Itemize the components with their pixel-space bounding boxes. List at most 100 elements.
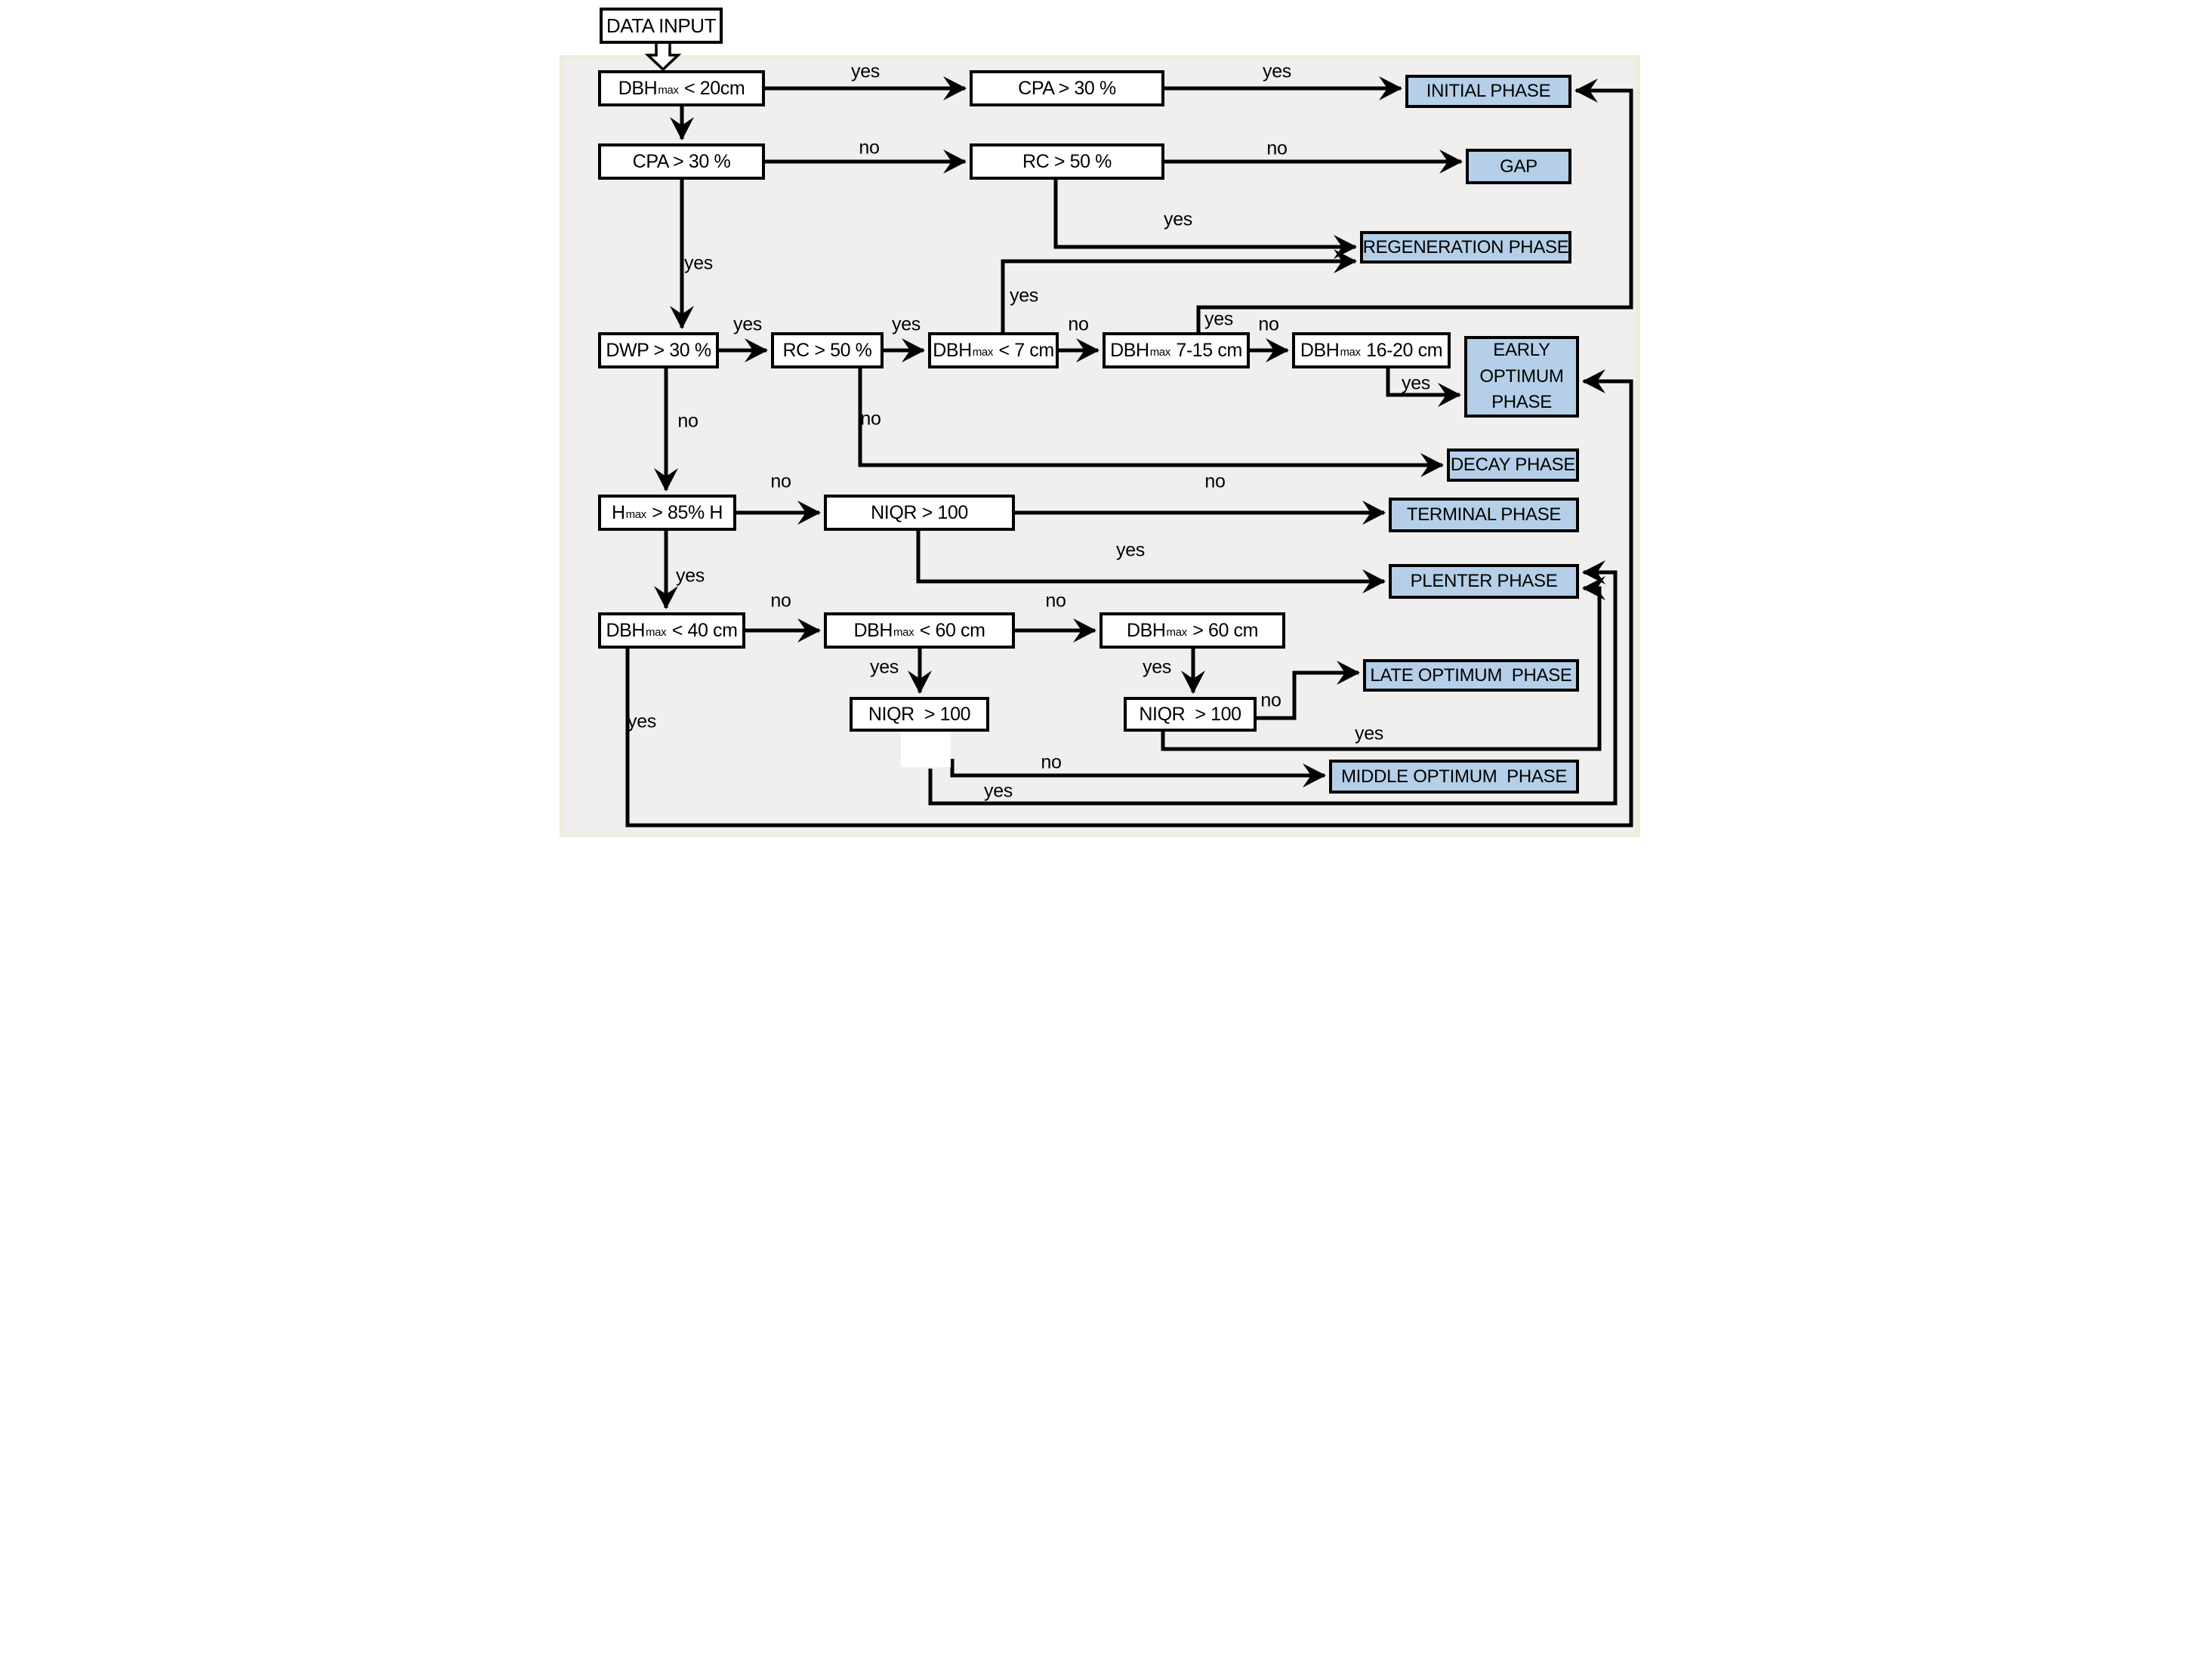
node-cpa-gt-30-top: CPA > 30 %: [970, 70, 1164, 106]
edge-label-yes: yes: [850, 60, 881, 82]
node-dwp-gt-30: DWP > 30 %: [598, 332, 719, 368]
node-label: 16-20 cm: [1361, 339, 1443, 361]
edge-dbh1620-yes-early: [1386, 368, 1462, 407]
phase-label: GAP: [1500, 156, 1537, 177]
phase-label: PLENTER PHASE: [1410, 571, 1558, 591]
node-label: < 7 cm: [993, 339, 1054, 361]
flowchart-panel: [564, 60, 1636, 833]
node-rc-gt-50-mid: RC > 50 %: [970, 143, 1164, 180]
node-data-input: DATA INPUT: [600, 8, 723, 44]
node-label: DBH: [1126, 619, 1166, 641]
edge-label-yes: yes: [627, 711, 657, 732]
node-cpa-gt-30-left: CPA > 30 %: [598, 143, 765, 180]
node-niqr-gt-100-bottom-left: NIQR > 100: [850, 697, 989, 732]
phase-label: EARLY: [1493, 339, 1550, 360]
node-niqr-gt-100-mid: NIQR > 100: [824, 495, 1015, 531]
node-label: < 20cm: [679, 77, 745, 99]
edge-label-yes: yes: [869, 656, 899, 678]
edge-niqrbl-yes-plenter: [928, 560, 1618, 806]
edge-label-no: no: [860, 408, 881, 430]
edge-label-no: no: [1068, 313, 1089, 335]
edge-label-no: no: [1204, 470, 1226, 492]
edge-label-yes: yes: [1204, 308, 1234, 330]
node-label: CPA > 30 %: [632, 150, 731, 172]
node-label: DBH: [618, 77, 658, 99]
edge-label-no: no: [770, 470, 791, 492]
phase-label: TERMINAL PHASE: [1406, 504, 1562, 525]
edge-label-no: no: [1260, 689, 1281, 711]
phase-gap: GAP: [1466, 149, 1571, 184]
node-label: NIQR > 100: [1139, 703, 1241, 725]
node-label: RC > 50 %: [782, 339, 872, 361]
edge-label-no: no: [1266, 137, 1288, 159]
node-label: > 60 cm: [1187, 619, 1259, 641]
phase-label: OPTIMUM: [1479, 365, 1564, 387]
node-label: NIQR > 100: [868, 703, 971, 725]
node-label: DBH: [853, 619, 893, 641]
node-rc-gt-50-row3: RC > 50 %: [771, 332, 884, 368]
edge-label-no: no: [1045, 590, 1066, 612]
node-label: NIQR > 100: [871, 501, 968, 523]
node-data-input-label: DATA INPUT: [606, 14, 717, 37]
phase-terminal: TERMINAL PHASE: [1389, 498, 1579, 532]
edge-label-no: no: [677, 410, 699, 432]
phase-label: REGENERATION PHASE: [1362, 236, 1569, 257]
phase-plenter: PLENTER PHASE: [1389, 564, 1579, 599]
edge-label-yes: yes: [1262, 60, 1292, 82]
phase-late-optimum: LATE OPTIMUM PHASE: [1363, 659, 1579, 692]
node-label: DBH: [1300, 339, 1340, 361]
node-label: 7-15 cm: [1170, 339, 1242, 361]
node-label: RC > 50 %: [1022, 150, 1112, 172]
node-label: H: [611, 501, 625, 523]
node-label: DBH: [1110, 339, 1149, 361]
node-label: DWP > 30 %: [606, 339, 711, 361]
edge-label-yes: yes: [1163, 208, 1193, 230]
edge-label-no: no: [859, 137, 880, 159]
node-label: < 60 cm: [914, 619, 985, 641]
edge-label-yes: yes: [1354, 723, 1384, 744]
edge-label-yes: yes: [1401, 372, 1431, 394]
edge-label-no: no: [770, 590, 791, 612]
edge-dbh7-yes-regeneration: [1001, 249, 1358, 332]
phase-label: LATE OPTIMUM PHASE: [1370, 664, 1572, 686]
edge-label-yes: yes: [732, 313, 763, 335]
edge-label-yes: yes: [675, 565, 705, 587]
edge-label-yes: yes: [1142, 656, 1172, 678]
phase-label: PHASE: [1491, 392, 1552, 413]
node-label: > 85% H: [646, 501, 723, 523]
phase-early-optimum: EARLY OPTIMUM PHASE: [1464, 336, 1579, 418]
phase-label: INITIAL PHASE: [1426, 81, 1551, 101]
edge-rc3-no-decay: [858, 368, 1445, 477]
edge-label-yes: yes: [683, 252, 714, 274]
edge-dbh715-yes-initial: [1196, 79, 1633, 332]
white-patch: [901, 732, 951, 767]
phase-initial: INITIAL PHASE: [1405, 75, 1571, 108]
phase-label: MIDDLE OPTIMUM PHASE: [1340, 766, 1568, 787]
node-niqr-gt-100-bottom-right: NIQR > 100: [1124, 697, 1257, 732]
edge-label-no: no: [1258, 313, 1279, 335]
edge-label-no: no: [1041, 751, 1062, 773]
edge-niqrbr-no-late: [1257, 661, 1361, 720]
edge-label-yes: yes: [1115, 539, 1146, 561]
connector-lines: [625, 76, 1633, 828]
edge-niqr-yes-plenter: [916, 531, 1386, 593]
node-label: < 40 cm: [667, 619, 738, 641]
node-label: CPA > 30 %: [1018, 77, 1116, 99]
node-label: DBH: [933, 339, 972, 361]
edge-rc-yes-regeneration: [1053, 180, 1358, 259]
phase-middle-optimum: MIDDLE OPTIMUM PHASE: [1329, 760, 1579, 794]
phase-regeneration: REGENERATION PHASE: [1360, 231, 1571, 264]
edge-label-yes: yes: [1009, 285, 1039, 307]
phase-label: DECAY PHASE: [1450, 455, 1576, 475]
edge-dbh40-yes-early: [625, 369, 1633, 828]
edge-label-yes: yes: [891, 313, 921, 335]
